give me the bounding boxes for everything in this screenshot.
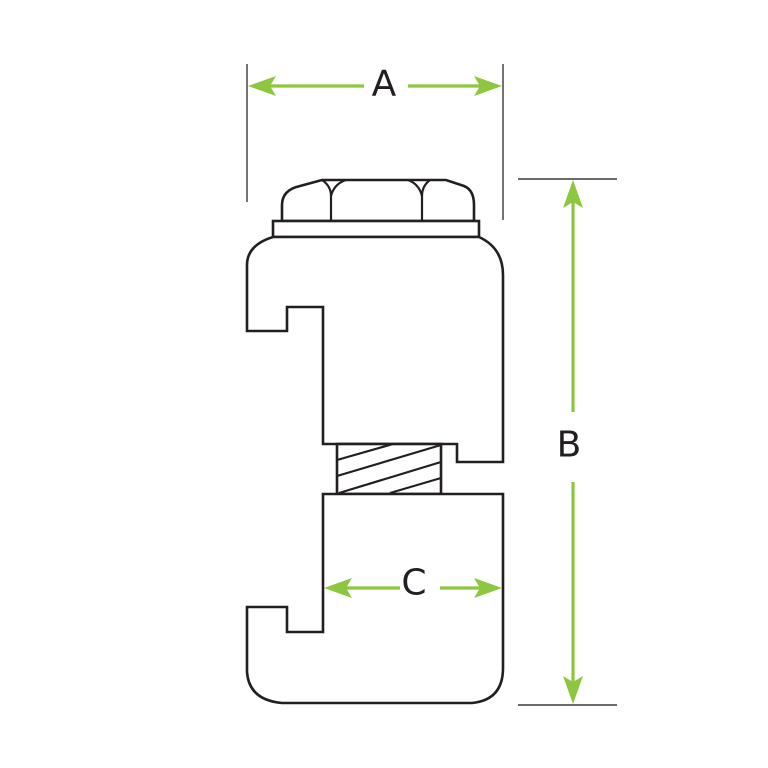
dim-b-label: B <box>557 425 582 466</box>
dim-c-arrow-left-icon <box>324 578 352 598</box>
threaded-bolt <box>335 442 443 496</box>
bolt-shank <box>335 442 443 496</box>
nut-body <box>280 178 476 223</box>
dim-b-arrow-up-icon <box>563 180 583 208</box>
dim-a-arrow-left-icon <box>248 76 276 96</box>
dimension-a: A <box>248 64 502 105</box>
lower-clamp-body <box>245 492 505 705</box>
nut-left-facet-curve <box>329 178 347 197</box>
upper-clamp-body <box>245 235 505 464</box>
dim-b-arrow-down-icon <box>563 676 583 704</box>
dim-a-arrow-right-icon <box>474 76 502 96</box>
thread-line <box>389 476 442 495</box>
hex-nut <box>271 178 481 239</box>
dimension-c: C <box>324 563 502 604</box>
dim-c-label: C <box>401 563 426 604</box>
nut-right-facet-curve <box>407 178 424 197</box>
extension-lines <box>246 64 617 706</box>
washer <box>271 219 481 239</box>
thread-line <box>336 443 442 478</box>
thread-line <box>336 442 394 462</box>
dimension-b: B <box>557 180 583 704</box>
dim-a-label: A <box>372 64 397 105</box>
thread-line <box>338 460 442 495</box>
dim-c-arrow-right-icon <box>474 578 502 598</box>
